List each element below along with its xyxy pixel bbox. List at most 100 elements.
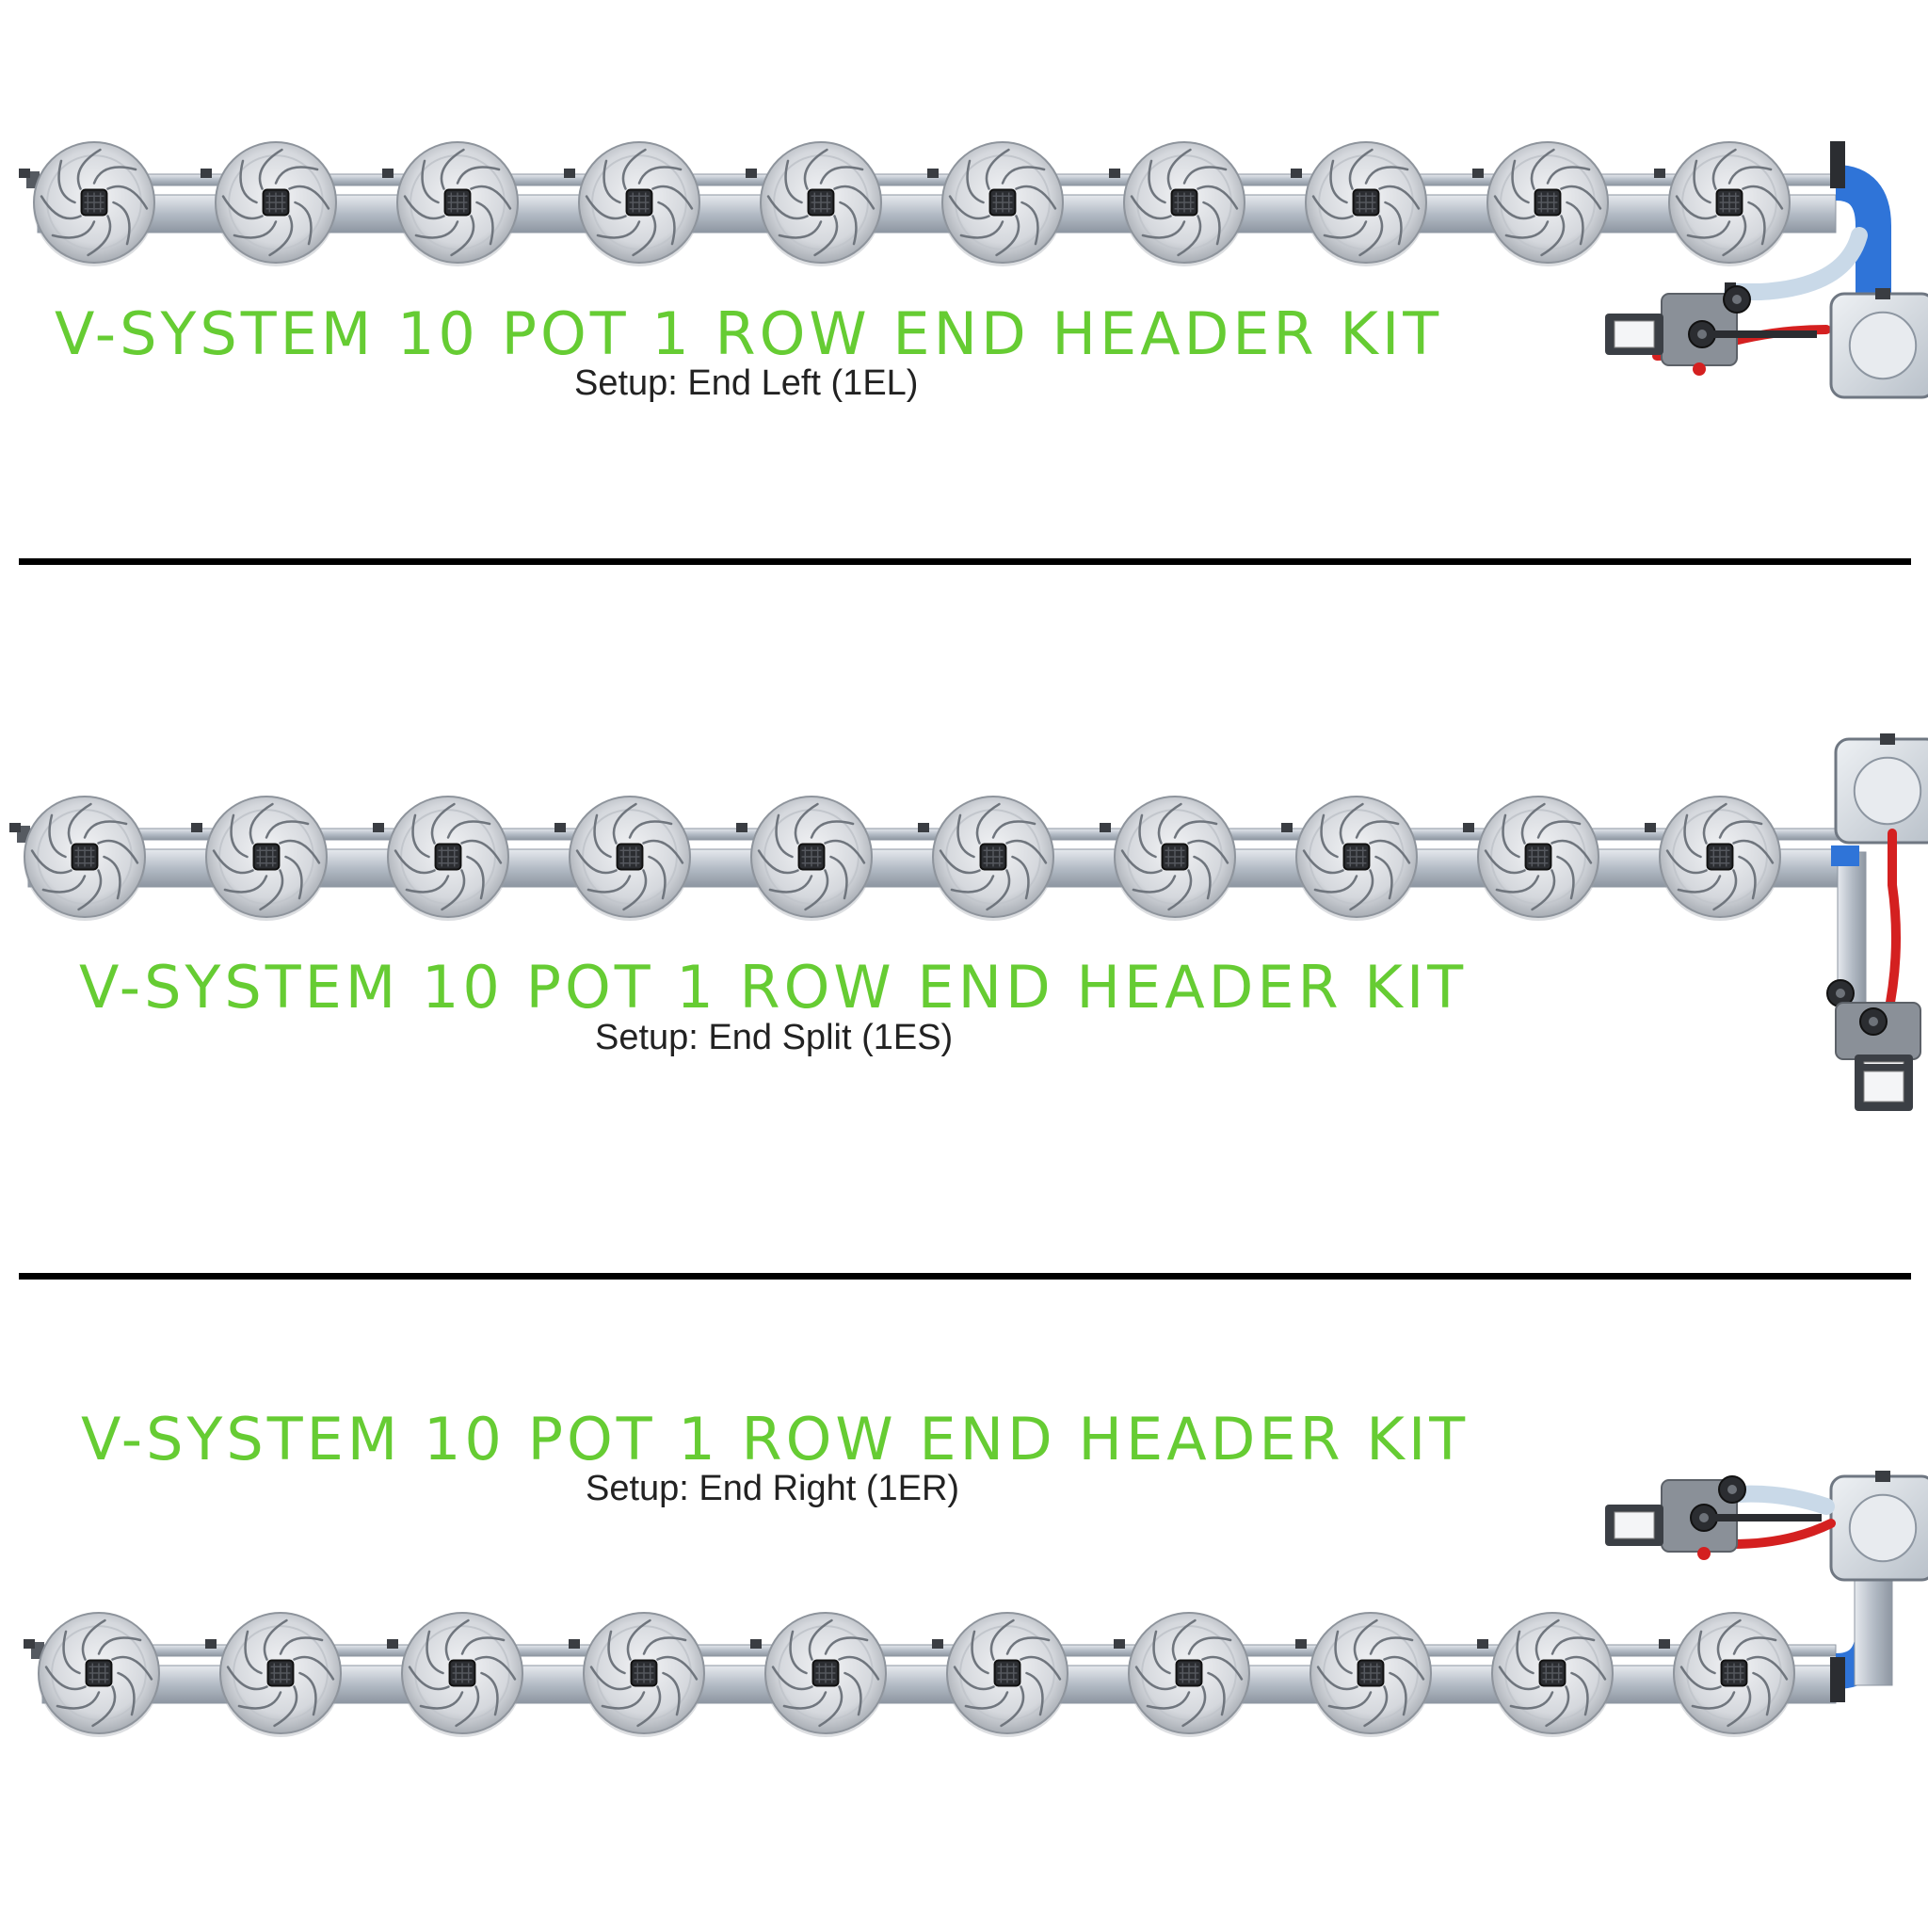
pot-blade <box>1193 855 1212 900</box>
pot-blade <box>1691 1691 1736 1710</box>
pot-icon <box>387 796 509 921</box>
pot-blade <box>1130 195 1172 220</box>
pot-blade <box>1020 1655 1062 1681</box>
pot-blade <box>294 201 313 246</box>
pot-inner-ring <box>233 1625 329 1721</box>
pot-inner-ring <box>582 809 678 905</box>
pot-blade <box>1207 1671 1226 1716</box>
pot-icon <box>1295 796 1418 921</box>
pot-blade <box>989 1618 1015 1661</box>
elbow-fitting-icon <box>1831 845 1859 866</box>
pump-icon <box>1605 314 1663 355</box>
pot-blade <box>474 1655 517 1681</box>
pot-inner-ring <box>596 1625 692 1721</box>
pot-blade <box>1323 220 1368 239</box>
drip-fitting-icon <box>387 1639 398 1649</box>
pot-icon <box>219 1612 342 1737</box>
pot-blade <box>460 839 503 864</box>
pot-blade <box>804 869 829 911</box>
drip-fitting-icon <box>932 1639 943 1649</box>
pot-blade <box>403 195 445 220</box>
pot-inner-ring <box>778 1625 874 1721</box>
pot-blade <box>1550 839 1593 864</box>
pot-blade <box>1536 820 1582 839</box>
pot-blade <box>1732 839 1775 864</box>
valve-icon <box>1688 320 1716 348</box>
pot-blade <box>642 1636 687 1655</box>
pot-inner-ring <box>1681 154 1777 250</box>
pot-blade <box>1320 813 1339 859</box>
pot-blade <box>964 1691 1009 1710</box>
pot-blade <box>81 1618 106 1661</box>
pot-blade <box>1560 185 1602 210</box>
pot-blade <box>1316 1666 1358 1691</box>
pot-blade <box>1173 820 1218 839</box>
pot-blade <box>1683 813 1702 859</box>
drip-fitting-icon <box>554 823 566 832</box>
pot-blade <box>1711 148 1737 190</box>
pot-blade <box>1556 855 1575 900</box>
pot-blade <box>230 813 249 859</box>
pot-inner-ring <box>1141 1625 1237 1721</box>
pot-blade <box>1511 159 1530 204</box>
pot-icon <box>38 1612 160 1737</box>
pot-blade <box>221 195 264 220</box>
pot-blade <box>56 1691 101 1710</box>
pot-inner-ring <box>945 809 1041 905</box>
pot-blade <box>421 159 440 204</box>
pot-blade <box>1369 1636 1414 1655</box>
pot-blade <box>596 220 641 239</box>
pot-blade <box>475 201 494 246</box>
pot-blade <box>263 1618 288 1661</box>
pot-blade <box>51 220 96 239</box>
valve-stem <box>1727 1485 1737 1494</box>
pot-blade <box>1747 201 1766 246</box>
pot-blade <box>237 1691 282 1710</box>
pot-blade <box>1545 1685 1570 1728</box>
pot-icon <box>1668 141 1791 266</box>
pot-blade <box>632 215 657 257</box>
pot-blade <box>778 220 823 239</box>
pot-inner-ring <box>773 154 869 250</box>
pot-icon <box>205 796 328 921</box>
pot-blade <box>601 1691 646 1710</box>
pot-blade <box>651 185 694 210</box>
pot-inner-ring <box>410 154 506 250</box>
pot-blade <box>233 220 278 239</box>
pot-blade <box>1353 1618 1378 1661</box>
pot-icon <box>1123 141 1245 266</box>
pot-blade <box>626 1618 651 1661</box>
drip-fitting-icon <box>1291 169 1302 178</box>
pot-blade <box>111 1655 153 1681</box>
pot-blade <box>589 1666 632 1691</box>
pot-icon <box>1673 1612 1795 1737</box>
pot-blade <box>1005 1636 1051 1655</box>
pot-icon <box>1491 1612 1614 1737</box>
pot-inner-ring <box>1309 809 1405 905</box>
section-end-right <box>24 1471 1928 1737</box>
pot-blade <box>441 869 466 911</box>
tank-fitting <box>1875 1471 1890 1482</box>
pot-blade <box>288 185 330 210</box>
pot-blade <box>1530 148 1555 190</box>
pot-blade <box>1712 869 1738 911</box>
valve-icon <box>1690 1504 1718 1532</box>
pot-blade <box>444 1618 470 1661</box>
section-3-title: V-SYSTEM 10 POT 1 ROW END HEADER KIT <box>81 1405 1470 1473</box>
pot-blade <box>77 869 103 911</box>
pot-blade <box>1201 1655 1244 1681</box>
riser-fitting <box>1830 1657 1845 1702</box>
drip-fitting-icon <box>569 1639 580 1649</box>
pot-icon <box>1128 1612 1250 1737</box>
pot-blade <box>1520 802 1546 845</box>
pot-blade <box>1516 1630 1534 1675</box>
pot-blade <box>662 1671 681 1716</box>
pot-blade <box>446 820 491 839</box>
drip-fitting-icon <box>1114 1639 1125 1649</box>
pot-blade <box>1327 1691 1373 1710</box>
pot-blade <box>1727 166 1773 185</box>
pot-blade <box>62 1630 81 1675</box>
valve-icon <box>1859 1007 1888 1036</box>
pot-icon <box>33 141 155 266</box>
